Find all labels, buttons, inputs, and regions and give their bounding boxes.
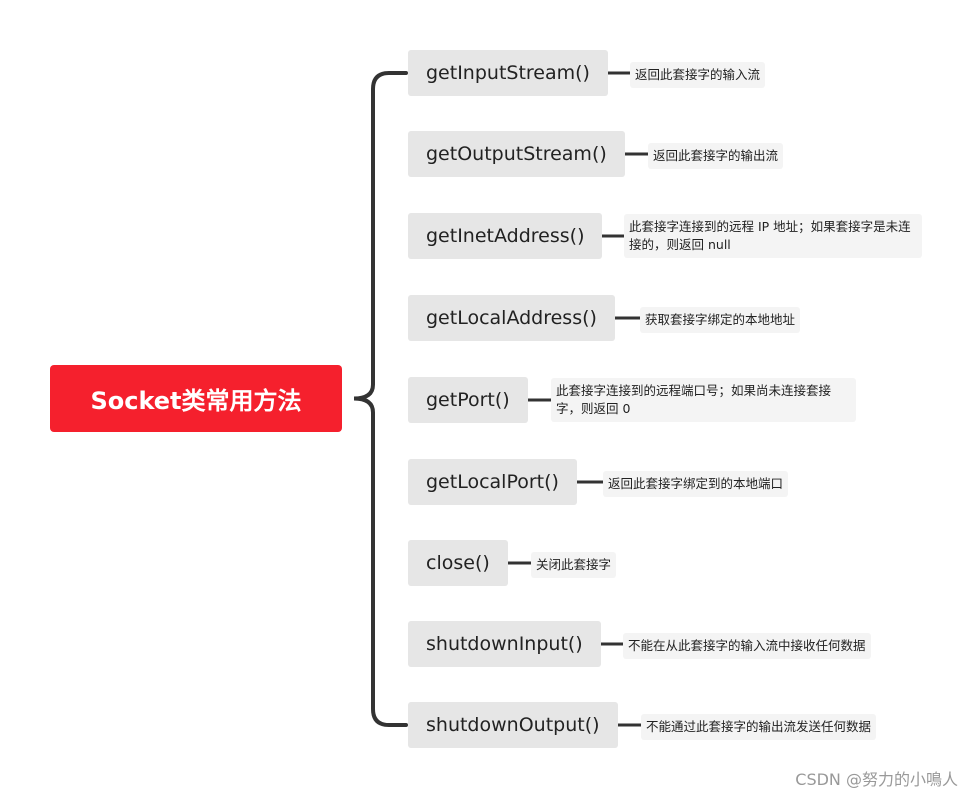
desc-get-local-port: 返回此套接字绑定到的本地端口 [603,471,789,497]
method-get-port[interactable]: getPort() [408,377,528,423]
desc-get-output-stream: 返回此套接字的输出流 [648,143,784,169]
method-get-input-stream[interactable]: getInputStream() [408,50,608,96]
desc-close: 关闭此套接字 [531,552,617,578]
watermark: CSDN @努力的小鳴人 [795,770,958,789]
desc-shutdown-input: 不能在从此套接字的输入流中接收任何数据 [623,633,871,659]
method-shutdown-output[interactable]: shutdownOutput() [408,702,618,748]
desc-get-input-stream: 返回此套接字的输入流 [630,62,766,88]
brace-connector [353,71,408,727]
desc-shutdown-output: 不能通过此套接字的输出流发送任何数据 [641,714,877,740]
desc-get-port: 此套接字连接到的远程端口号；如果尚未连接套接字，则返回 0 [551,378,856,422]
method-get-inet-address[interactable]: getInetAddress() [408,213,603,259]
method-shutdown-input[interactable]: shutdownInput() [408,621,601,667]
method-close[interactable]: close() [408,540,508,586]
method-get-local-port[interactable]: getLocalPort() [408,459,577,505]
method-get-local-address[interactable]: getLocalAddress() [408,295,615,341]
desc-get-inet-address: 此套接字连接到的远程 IP 地址；如果套接字是未连接的，则返回 null [624,214,922,258]
root-topic[interactable]: Socket类常用方法 [50,365,342,432]
desc-get-local-address: 获取套接字绑定的本地地址 [640,307,801,333]
method-get-output-stream[interactable]: getOutputStream() [408,131,625,177]
